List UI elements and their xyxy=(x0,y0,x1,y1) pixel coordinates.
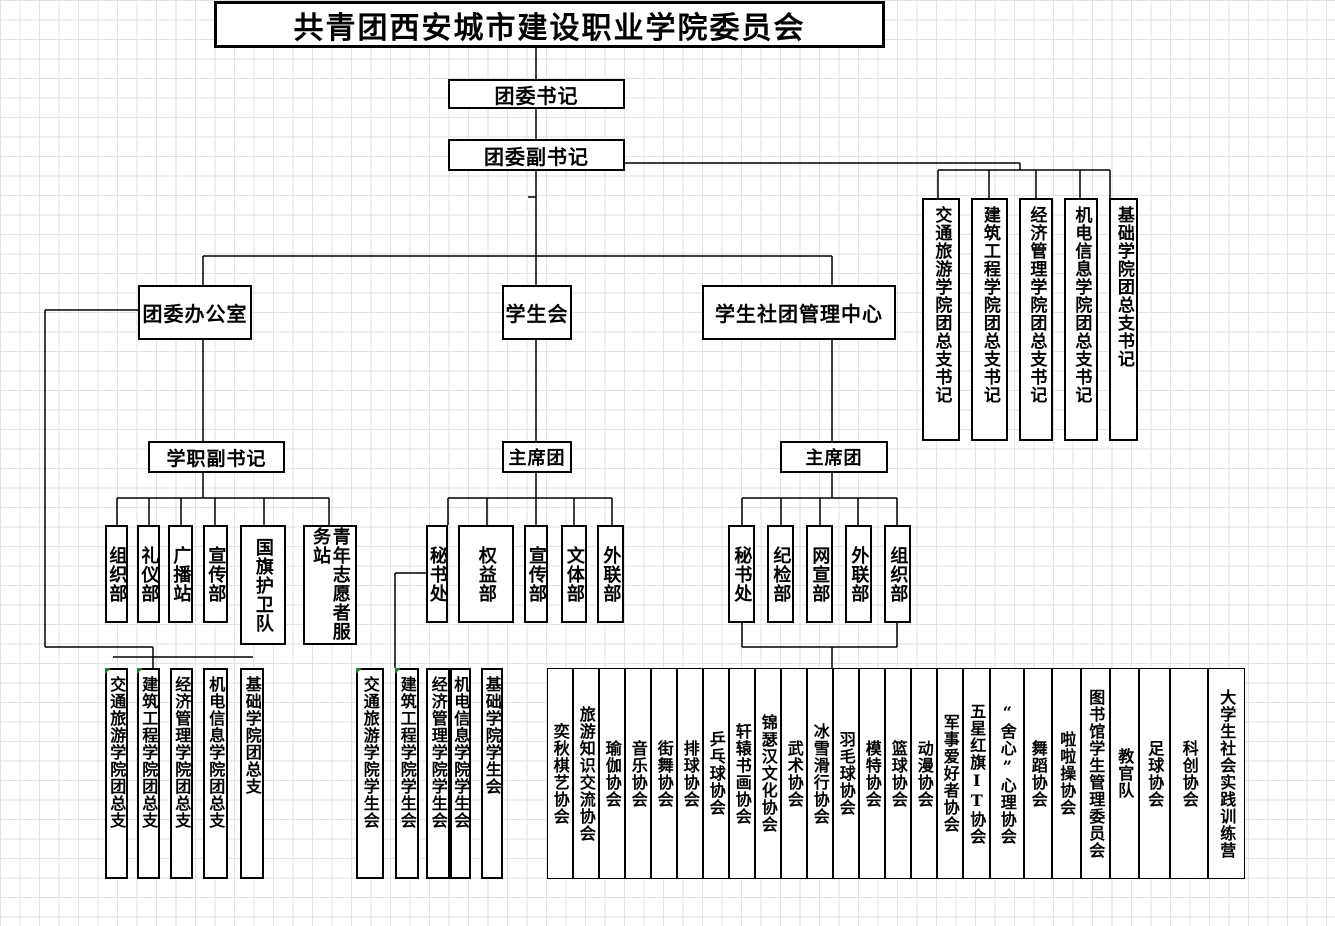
office-dept-box: 组织部 xyxy=(105,525,128,623)
student-union-box: 学生会 xyxy=(502,285,572,340)
page-title: 共青团西安城市建设职业学院委员会 xyxy=(214,1,885,48)
college-union-box: 交通旅游学院学生会 xyxy=(356,668,384,879)
secretary-box: 团委书记 xyxy=(448,79,625,109)
club-box: 瑜伽协会 xyxy=(599,668,625,879)
branch-secretary-box: 机电信息学院团总支书记 xyxy=(1064,198,1098,441)
college-branch-box: 交通旅游学院团总支 xyxy=(105,668,128,879)
club-box: 冰雪滑行协会 xyxy=(807,668,833,879)
club-box: 足球协会 xyxy=(1139,668,1170,879)
branch-secretary-box: 基础学院团总支书记 xyxy=(1109,198,1138,441)
club-box: 音乐协会 xyxy=(625,668,651,879)
club-box: 大学生社会实践训练营 xyxy=(1208,668,1245,879)
club-dept-box: 外联部 xyxy=(845,525,872,623)
college-union-box: 机电信息学院学生会 xyxy=(450,668,471,879)
club-box: 武术协会 xyxy=(781,668,807,879)
college-union-box: 建筑工程学院学生会 xyxy=(395,668,419,879)
office-dept-box: 礼仪部 xyxy=(137,525,160,623)
club-box: “舍心”心理协会 xyxy=(990,668,1024,879)
club-box: 五星红旗IT协会 xyxy=(963,668,990,879)
union-dept-box: 秘书处 xyxy=(426,525,448,623)
club-dept-box: 组织部 xyxy=(884,525,911,623)
union-dept-box: 宣传部 xyxy=(524,525,548,623)
club-dept-box: 纪检部 xyxy=(767,525,794,623)
union-dept-box: 权益部 xyxy=(458,525,514,623)
cell-marker xyxy=(356,668,362,674)
branch-secretary-box: 建筑工程学院团总支书记 xyxy=(971,198,1008,441)
deputy-secretary-box: 团委副书记 xyxy=(448,139,625,171)
office-dept-box: 宣传部 xyxy=(203,525,228,623)
office-box: 团委办公室 xyxy=(138,285,252,340)
club-center-box: 学生社团管理中心 xyxy=(702,285,896,340)
branch-secretary-box: 经济管理学院团总支书记 xyxy=(1019,198,1053,441)
office-subhead-box: 学职副书记 xyxy=(148,441,285,473)
club-box: 啦啦操协会 xyxy=(1052,668,1081,879)
club-dept-box: 网宣部 xyxy=(806,525,833,623)
club-box: 模特协会 xyxy=(859,668,885,879)
college-branch-box: 机电信息学院团总支 xyxy=(203,668,228,879)
college-branch-box: 基础学院团总支 xyxy=(240,668,264,879)
office-dept-box: 广播站 xyxy=(168,525,193,623)
club-box: 锦瑟汉文化协会 xyxy=(755,668,781,879)
club-dept-box: 秘书处 xyxy=(728,525,755,623)
club-box: 排球协会 xyxy=(677,668,703,879)
office-dept-box: 青年志愿者服务站 xyxy=(303,525,357,645)
cell-marker xyxy=(137,668,143,674)
club-box: 军事爱好者协会 xyxy=(937,668,963,879)
club-box: 轩辕书画协会 xyxy=(729,668,755,879)
club-box: 奕秋棋艺协会 xyxy=(547,668,573,879)
club-box: 科创协会 xyxy=(1170,668,1208,879)
college-branch-box: 建筑工程学院团总支 xyxy=(137,668,160,879)
club-box: 羽毛球协会 xyxy=(833,668,859,879)
branch-secretary-box: 交通旅游学院团总支书记 xyxy=(922,198,960,441)
college-union-box: 基础学院学生会 xyxy=(481,668,503,879)
club-box: 教官队 xyxy=(1110,668,1139,879)
club-presidium-box: 主席团 xyxy=(780,441,888,473)
club-box: 街舞协会 xyxy=(651,668,677,879)
club-box: 乒乓球协会 xyxy=(703,668,729,879)
college-branch-box: 经济管理学院团总支 xyxy=(170,668,193,879)
cell-marker xyxy=(395,668,401,674)
club-box: 舞蹈协会 xyxy=(1024,668,1052,879)
club-box: 图书馆学生管理委员会 xyxy=(1081,668,1110,879)
club-box: 旅游知识交流协会 xyxy=(573,668,599,879)
club-box: 篮球协会 xyxy=(885,668,911,879)
union-dept-box: 外联部 xyxy=(597,525,624,623)
office-dept-box: 国旗护卫队 xyxy=(240,525,286,645)
club-box: 动漫协会 xyxy=(911,668,937,879)
college-union-box: 经济管理学院学生会 xyxy=(426,668,450,879)
union-presidium-box: 主席团 xyxy=(502,441,572,473)
cell-marker xyxy=(105,668,111,674)
union-dept-box: 文体部 xyxy=(561,525,587,623)
